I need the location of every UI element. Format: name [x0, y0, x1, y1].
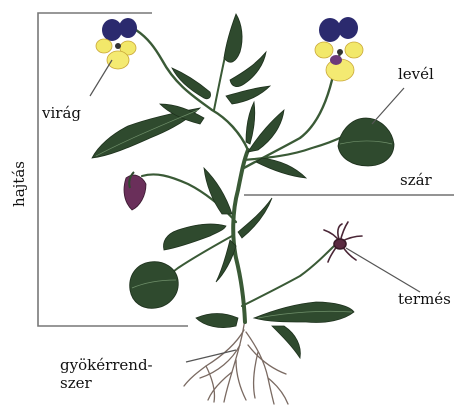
leaf-leader [372, 88, 404, 124]
label-shoot: hajtás [10, 161, 28, 207]
flower-right [315, 17, 363, 81]
label-root-system-line1: gyökérrend- [60, 356, 153, 374]
label-flower: virág [41, 104, 81, 122]
flower-leader [90, 60, 112, 96]
fruit [324, 222, 362, 262]
label-stem: szár [400, 171, 433, 189]
label-leaf: levél [398, 65, 434, 83]
fruit-leader [346, 248, 420, 292]
label-fruit: termés [398, 290, 451, 308]
label-root-system-line2: szer [60, 374, 92, 392]
flower-left [96, 18, 137, 69]
flower-bud [124, 172, 146, 210]
root-system [184, 318, 288, 404]
